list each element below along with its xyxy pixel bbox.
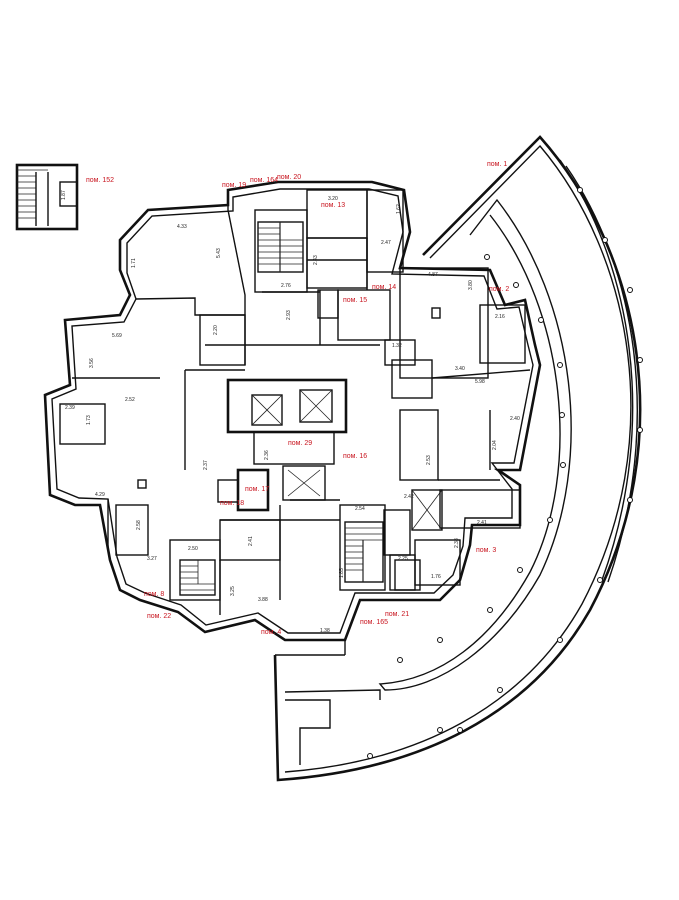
dimension-label: 2.41: [248, 536, 254, 546]
room-label: пом. 19: [222, 182, 246, 189]
dimension-label: 1.71: [131, 258, 137, 268]
dimension-label: 2.36: [264, 450, 270, 460]
stairs-bottom: [344, 521, 384, 583]
fragment-152: 1.87: [15, 163, 79, 231]
room-label: пом. 8: [144, 591, 164, 598]
dimension-label: 2.38: [454, 538, 460, 548]
room-label: пом. 4: [261, 629, 281, 636]
room-label: пом. 15: [343, 297, 367, 304]
dimension-label: 2.16: [495, 314, 505, 320]
dimension-label: 2.41: [477, 520, 487, 526]
dimension-label: 2.52: [125, 397, 135, 403]
dimension-label: 2.39: [65, 405, 75, 411]
dimension-label: 2.58: [136, 520, 142, 530]
room-label: пом. 22: [147, 613, 171, 620]
dimension-label: 2.43: [313, 255, 319, 265]
dimension-label: 3.20: [328, 196, 338, 202]
room-label: пом. 3: [476, 547, 496, 554]
dimension-label: 3.25: [230, 586, 236, 596]
dimension-label: 3.56: [89, 358, 95, 368]
dimension-label: 4.33: [177, 224, 187, 230]
building-outline: [43, 180, 542, 642]
dimension-label: 2.53: [426, 455, 432, 465]
dimension-label: 1.32: [392, 343, 402, 349]
dimension-label: 5.43: [216, 248, 222, 258]
stairs-top: [257, 221, 304, 273]
dimension-label: 4.87: [428, 272, 438, 278]
dimension-label: 5.69: [112, 333, 122, 339]
room-label: пом. 18: [220, 500, 244, 507]
dimension-label: 5.98: [475, 379, 485, 385]
dimension-label: 2.93: [286, 310, 292, 320]
dimension-label: 1.76: [431, 574, 441, 580]
dimension-label: 3.88: [258, 597, 268, 603]
dimension-label: 2.42: [404, 494, 414, 500]
room-label: пом. 152: [86, 177, 114, 184]
dimension-label: 3.80: [468, 280, 474, 290]
dimension-label: 1.62: [396, 204, 402, 214]
room-label: пом. 2: [489, 286, 509, 293]
room-label: пом. 164: [250, 177, 278, 184]
dimension-label: 2.25: [398, 556, 408, 562]
room-label: пом. 20: [277, 174, 301, 181]
dimension-label: 1.38: [320, 628, 330, 634]
room-label: пом. 29: [288, 440, 312, 447]
dimension-label: 2.76: [281, 283, 291, 289]
dimension-label: 2.37: [203, 460, 209, 470]
dimension-label: 2.47: [381, 240, 391, 246]
dimension-label: 4.29: [95, 492, 105, 498]
room-label: пом. 1: [487, 161, 507, 168]
room-labels: пом. 152 пом. 1 пом. 19 пом. 164 пом. 20…: [86, 161, 509, 636]
room-label: пом. 17: [245, 486, 269, 493]
room-label: пом. 14: [372, 284, 396, 291]
dimension-label: 3.40: [455, 366, 465, 372]
dimension-label: 1.73: [86, 415, 92, 425]
dimension-label: 2.50: [188, 546, 198, 552]
room-label: пом. 13: [321, 202, 345, 209]
room-label: пом. 16: [343, 453, 367, 460]
dimension-label: 3.27: [147, 556, 157, 562]
dimension-label: 1.85: [339, 568, 345, 578]
room-label: пом. 21: [385, 611, 409, 618]
dimension-label: 2.20: [213, 325, 219, 335]
stairs-left: [179, 559, 216, 596]
curved-gallery: [273, 135, 643, 782]
room-label: пом. 165: [360, 619, 388, 626]
interior-walls: [59, 189, 531, 615]
dimension-label: 2.40: [510, 416, 520, 422]
svg-text:1.87: 1.87: [61, 190, 67, 200]
dimension-label: 2.04: [492, 440, 498, 450]
dimension-label: 2.54: [355, 506, 365, 512]
dimension-labels: 4.33 5.43 1.71 2.20 5.69 3.56 2.52 2.39 …: [65, 196, 520, 634]
